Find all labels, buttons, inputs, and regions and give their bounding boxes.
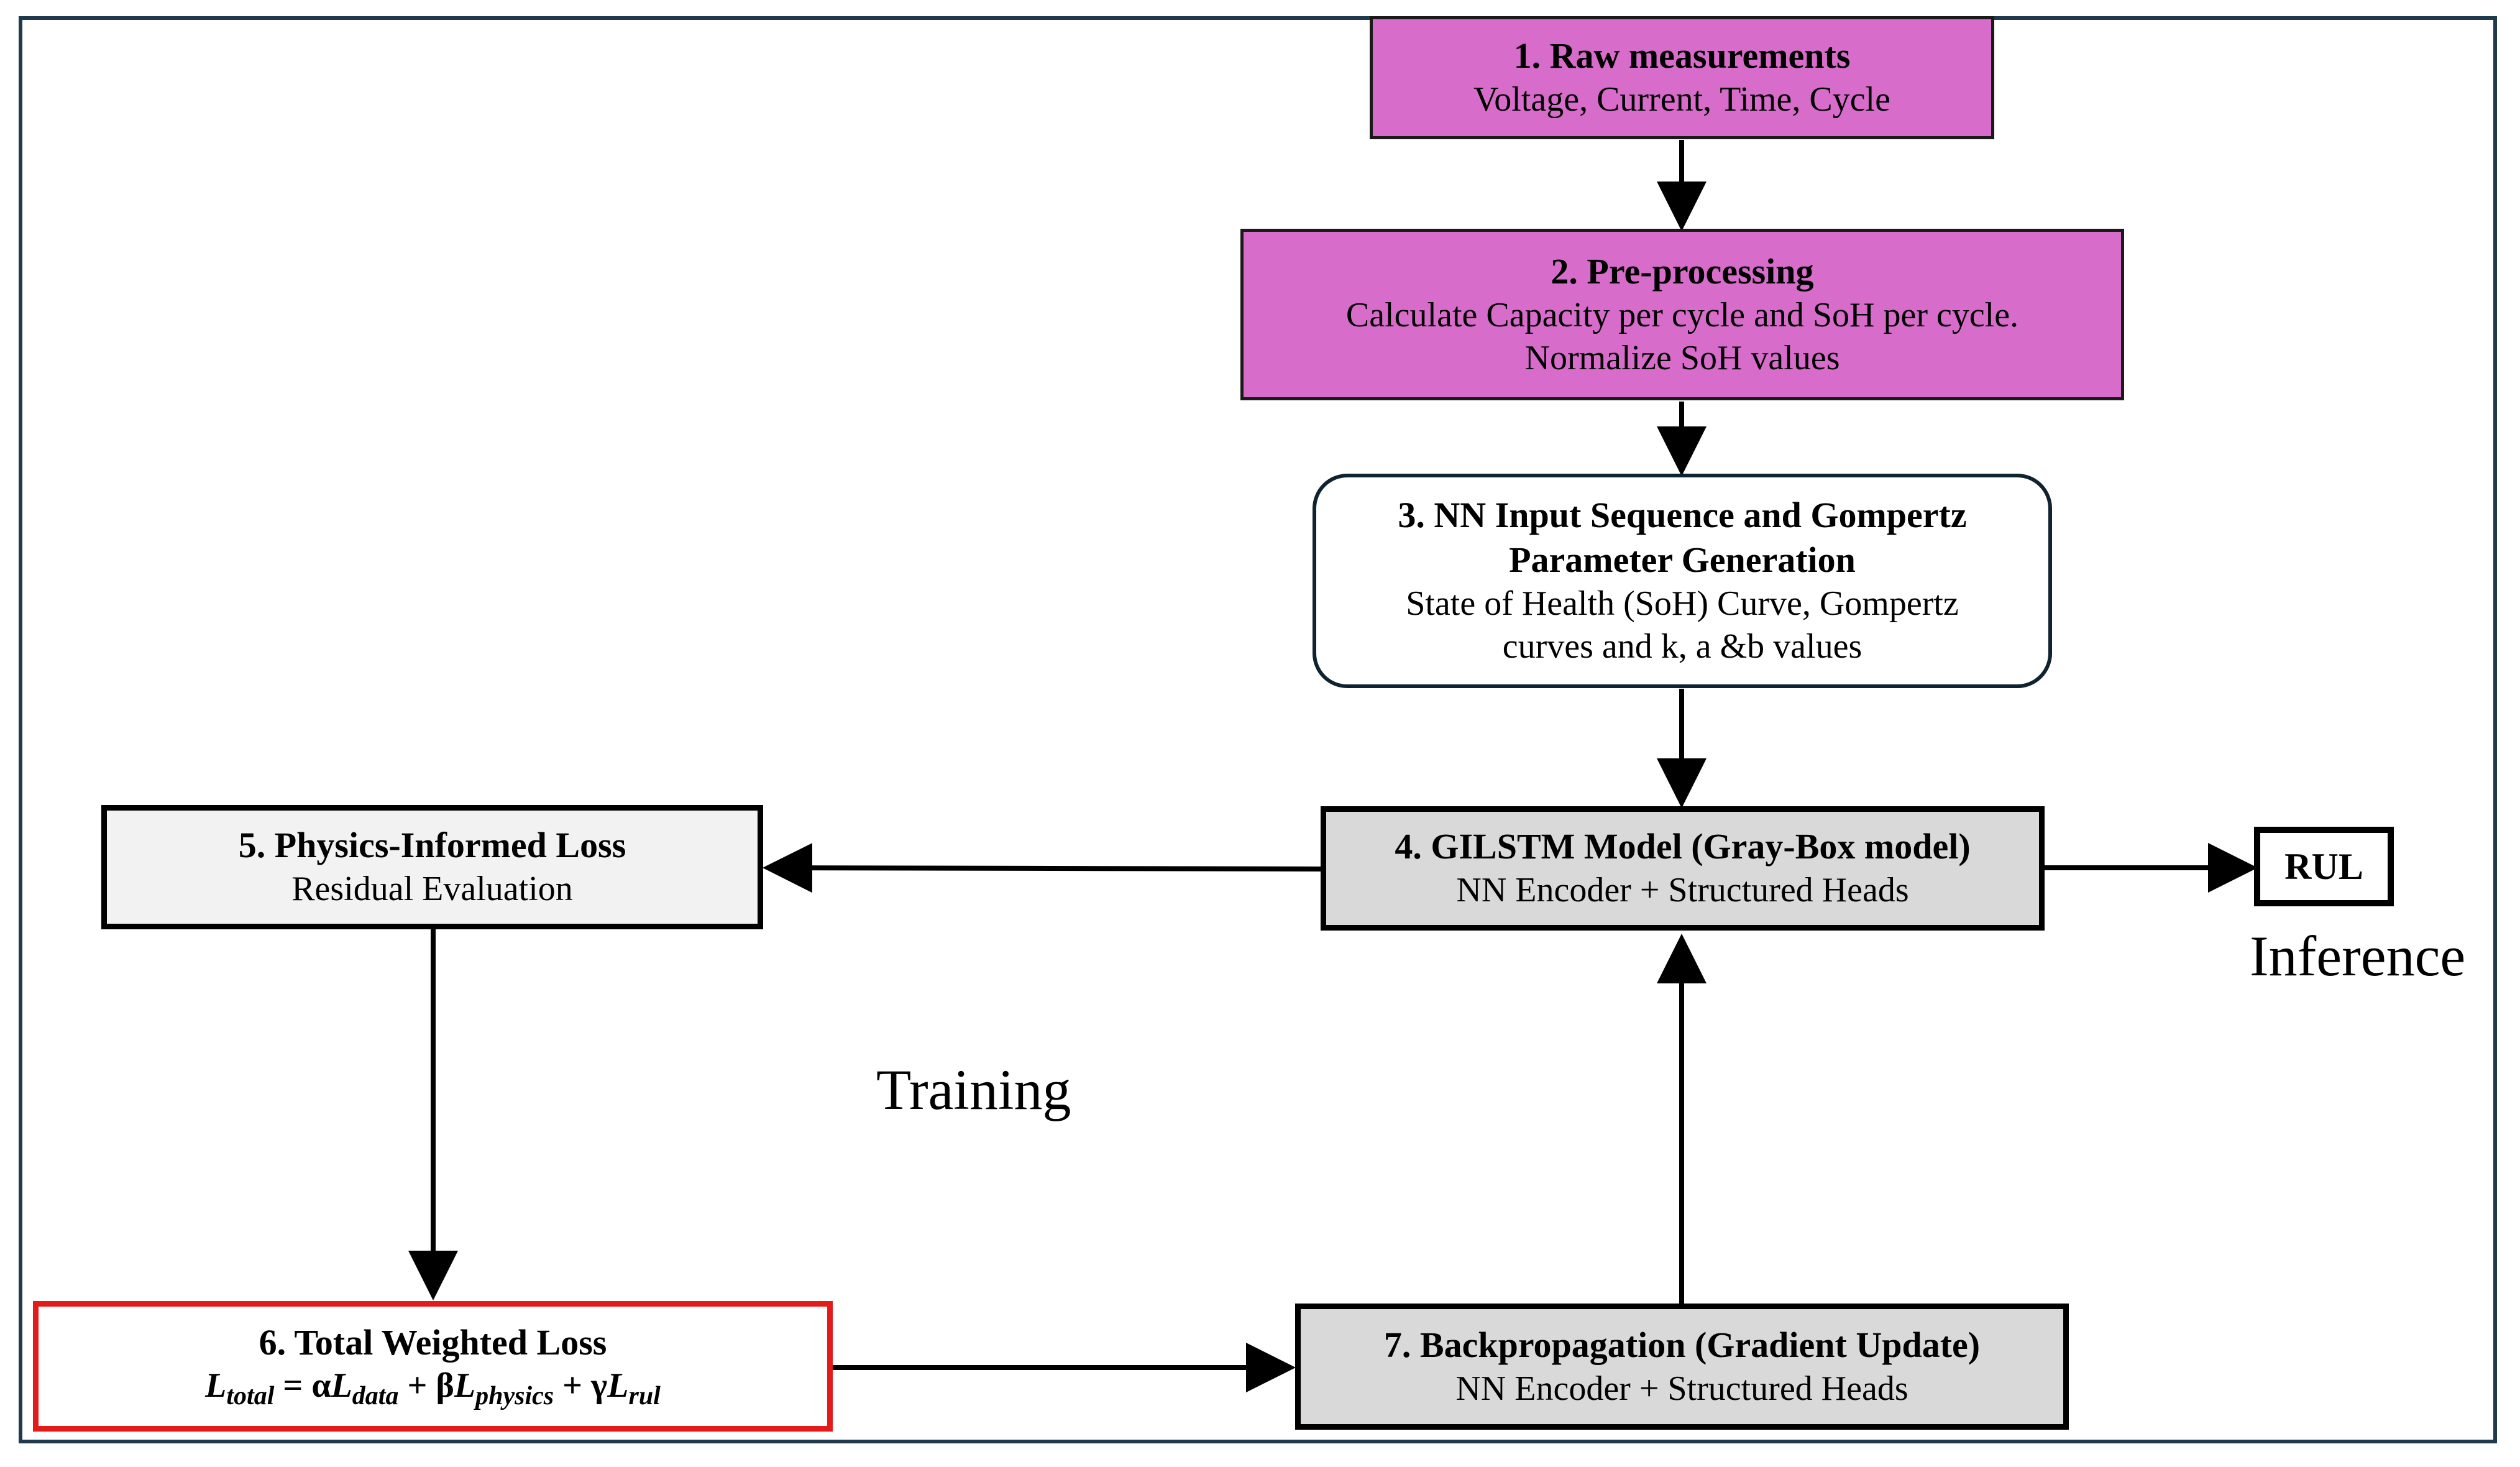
rul-label: RUL: [2284, 845, 2363, 887]
node-gilstm-subtitle: NN Encoder + Structured Heads: [1456, 871, 1909, 910]
node-rul-output: RUL: [2254, 827, 2394, 906]
node-nn-input-line-1: State of Health (SoH) Curve, Gompertz: [1406, 584, 1959, 623]
node-backprop-subtitle: NN Encoder + Structured Heads: [1455, 1369, 1908, 1408]
node-backpropagation: 7. Backpropagation (Gradient Update) NN …: [1295, 1304, 2069, 1430]
label-inference: Inference: [2250, 924, 2466, 988]
node-pre-processing-title: 2. Pre-processing: [1551, 251, 1814, 292]
arrow-4-to-5: [763, 843, 1321, 893]
node-nn-input-title-line-2: Parameter Generation: [1509, 540, 1856, 581]
node-total-weighted-loss: 6. Total Weighted Loss Ltotal = αLdata +…: [33, 1301, 833, 1432]
node-nn-input-title-line-1: 3. NN Input Sequence and Gompertz: [1398, 495, 1967, 536]
label-training: Training: [876, 1058, 1071, 1121]
node-nn-input-line-2: curves and k, a &b values: [1502, 627, 1863, 666]
node-gilstm-title: 4. GILSTM Model (Gray-Box model): [1395, 826, 1971, 867]
node-physics-informed-loss: 5. Physics-Informed Loss Residual Evalua…: [101, 805, 763, 929]
node-pre-processing-line-1: Calculate Capacity per cycle and SoH per…: [1345, 295, 2019, 334]
node-pre-processing: 2. Pre-processing Calculate Capacity per…: [1240, 229, 2124, 400]
node-gilstm-model: 4. GILSTM Model (Gray-Box model) NN Enco…: [1321, 806, 2045, 931]
node-raw-measurements-subtitle: Voltage, Current, Time, Cycle: [1473, 80, 1890, 119]
diagram-frame: [19, 16, 2497, 1443]
node-raw-measurements: 1. Raw measurements Voltage, Current, Ti…: [1370, 16, 1994, 139]
node-physics-loss-subtitle: Residual Evaluation: [291, 870, 573, 909]
node-nn-input-sequence: 3. NN Input Sequence and Gompertz Parame…: [1313, 474, 2052, 688]
node-pre-processing-line-2: Normalize SoH values: [1524, 338, 1840, 377]
node-physics-loss-title: 5. Physics-Informed Loss: [238, 825, 626, 866]
node-total-loss-title: 6. Total Weighted Loss: [259, 1322, 607, 1363]
node-raw-measurements-title: 1. Raw measurements: [1513, 35, 1851, 76]
total-loss-equation: Ltotal = αLdata + βLphysics + γLrul: [205, 1366, 661, 1411]
node-backprop-title: 7. Backpropagation (Gradient Update): [1383, 1324, 1981, 1365]
